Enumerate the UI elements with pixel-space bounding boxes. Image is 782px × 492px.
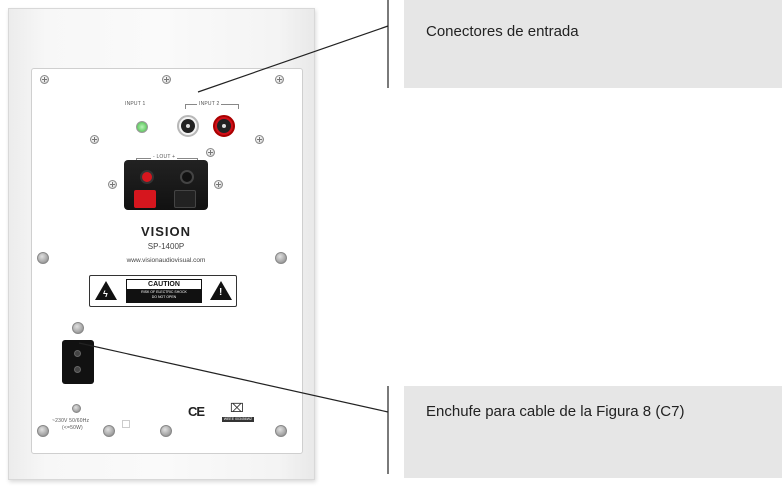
panel-screw (108, 180, 117, 189)
inlet-screw (72, 404, 81, 413)
mount-screw (160, 425, 172, 437)
rca-socket (217, 119, 231, 133)
caution-label: ϟ CAUTION RISK OF ELECTRIC SHOCK DO NOT … (89, 275, 237, 307)
callout-power-socket: Enchufe para cable de la Figura 8 (C7) (404, 386, 782, 478)
rca-pin (186, 124, 190, 128)
panel-screw (206, 148, 215, 157)
panel-screw (214, 180, 223, 189)
lightning-bolt-icon: ϟ (103, 289, 108, 299)
mount-screw (103, 425, 115, 437)
panel-screw (255, 135, 264, 144)
input1-label: INPUT 1 (125, 101, 146, 107)
callout-input-connectors-text: Conectores de entrada (426, 23, 579, 40)
inlet-pin (74, 366, 81, 373)
ce-mark: CE (188, 404, 205, 419)
bottom-leader-line (78, 342, 389, 413)
weee-bin-icon: ⌧ (230, 401, 244, 415)
terminal-black-post (180, 170, 194, 184)
brand-logo: VISION (140, 224, 192, 239)
weee-code-box: WEEE 003456WZ (222, 417, 254, 422)
power-rating-line2: (<=50W) (62, 425, 83, 431)
brand-url: www.visionaudiovisual.com (126, 257, 206, 264)
inlet-pin (74, 350, 81, 357)
status-led (136, 121, 148, 133)
rca-socket (181, 119, 195, 133)
weee-code: WEEE 003456WZ (223, 417, 253, 421)
exclamation-icon: ! (219, 287, 223, 298)
panel-screw (275, 75, 284, 84)
exclamation-warning-icon (210, 281, 232, 300)
mount-screw (37, 425, 49, 437)
panel-screw (90, 135, 99, 144)
rca-input-red[interactable] (213, 115, 235, 137)
mount-screw (37, 252, 49, 264)
input2-label: INPUT 2 (197, 101, 222, 107)
mount-screw (275, 252, 287, 264)
caution-title: CAUTION (127, 280, 201, 289)
terminal-red-post (140, 170, 154, 184)
caution-line2: DO NOT OPEN (151, 295, 177, 299)
terminal-black-clip[interactable] (174, 190, 196, 208)
model-number: SP-1400P (147, 242, 185, 251)
figure8-power-inlet[interactable] (62, 340, 94, 384)
rca-pin (222, 124, 226, 128)
mount-screw (72, 322, 84, 334)
callout-power-socket-text: Enchufe para cable de la Figura 8 (C7) (426, 403, 685, 420)
mount-screw (275, 425, 287, 437)
panel-screw (162, 75, 171, 84)
shock-warning-icon (95, 281, 117, 300)
marking-square (122, 420, 130, 428)
lout-label: - LOUT + (151, 154, 178, 160)
callout-input-connectors: Conectores de entrada (404, 0, 782, 88)
panel-screw (40, 75, 49, 84)
caution-text-box: CAUTION RISK OF ELECTRIC SHOCK DO NOT OP… (126, 279, 202, 303)
rear-panel (31, 68, 303, 454)
rca-input-white[interactable] (177, 115, 199, 137)
top-leader-line (197, 25, 389, 93)
terminal-red-clip[interactable] (134, 190, 156, 208)
caution-line1: RISK OF ELECTRIC SHOCK (141, 290, 187, 294)
power-rating-line1: ~230V 50/60Hz (52, 418, 90, 424)
